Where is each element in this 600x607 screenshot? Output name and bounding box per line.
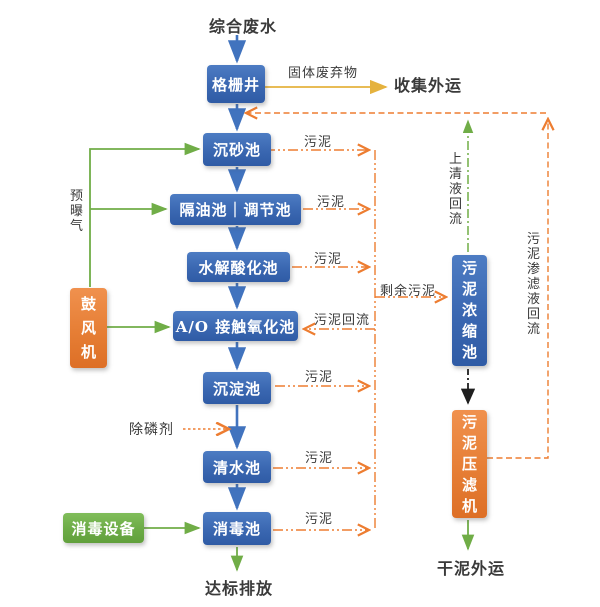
label-sludge-sedimentation: 污泥	[305, 370, 334, 385]
label-dry-sludge-transport: 干泥外运	[437, 559, 506, 578]
label-supernatant-return: 上清液回流	[448, 152, 462, 227]
node-blower-label: 鼓风机	[80, 295, 96, 361]
node-disinfection-equipment: 消毒设备	[63, 513, 144, 543]
label-sludge-oilreg: 污泥	[317, 195, 346, 210]
label-sludge-hydrolysis: 污泥	[314, 252, 343, 267]
label-sludge-clearwater: 污泥	[305, 451, 334, 466]
label-sludge-return: 污泥回流	[314, 313, 371, 328]
node-grid-well-label: 格栅井	[211, 75, 260, 94]
node-grit-chamber-label: 沉砂池	[212, 141, 261, 159]
node-grid-well: 格栅井	[207, 65, 265, 103]
node-sludge-thickening-tank-label: 污泥浓缩池	[461, 259, 477, 361]
node-sedimentation-tank: 沉淀池	[203, 372, 271, 404]
node-oil-separation-regulation: 隔油池｜调节池	[170, 194, 301, 225]
node-disinfection-tank-label: 消毒池	[212, 520, 261, 538]
node-sludge-filter-press-label: 污泥压滤机	[461, 412, 477, 515]
label-excess-sludge: 剩余污泥	[380, 284, 437, 299]
node-clear-water-tank: 清水池	[203, 451, 271, 483]
label-collect-transport: 收集外运	[394, 76, 463, 95]
node-hydrolysis-acidification-label: 水解酸化池	[198, 258, 279, 277]
node-ao-contact-oxidation-label: A/O 接触氧化池	[175, 317, 296, 336]
leachate-return-line	[487, 119, 548, 459]
green-arrows	[89, 142, 475, 572]
label-solid-waste: 固体废弃物	[288, 66, 359, 81]
return-lines	[246, 113, 548, 459]
node-oil-separation-regulation-label: 隔油池｜调节池	[179, 201, 292, 219]
node-blower: 鼓风机	[70, 288, 107, 368]
label-sludge-grit: 污泥	[304, 135, 333, 150]
node-clear-water-tank-label: 清水池	[212, 458, 261, 477]
sludge-lines	[265, 150, 446, 530]
node-disinfection-equipment-label: 消毒设备	[71, 519, 136, 538]
arrow-blower-grit	[89, 142, 201, 287]
node-disinfection-tank: 消毒池	[203, 512, 271, 545]
label-discharge: 达标排放	[205, 579, 274, 598]
label-influent: 综合废水	[209, 17, 278, 36]
label-sludge-disinfection: 污泥	[305, 512, 334, 527]
node-hydrolysis-acidification: 水解酸化池	[187, 252, 290, 282]
node-sludge-filter-press: 污泥压滤机	[452, 410, 487, 518]
node-sludge-thickening-tank: 污泥浓缩池	[452, 255, 487, 366]
node-sedimentation-tank-label: 沉淀池	[212, 379, 261, 398]
label-phosphorus-agent: 除磷剂	[129, 422, 174, 438]
node-grit-chamber: 沉砂池	[203, 133, 271, 166]
node-ao-contact-oxidation: A/O 接触氧化池	[173, 311, 298, 341]
label-leachate-return: 污泥渗滤液回流	[526, 232, 540, 337]
label-pre-aeration: 预曝气	[69, 189, 83, 234]
